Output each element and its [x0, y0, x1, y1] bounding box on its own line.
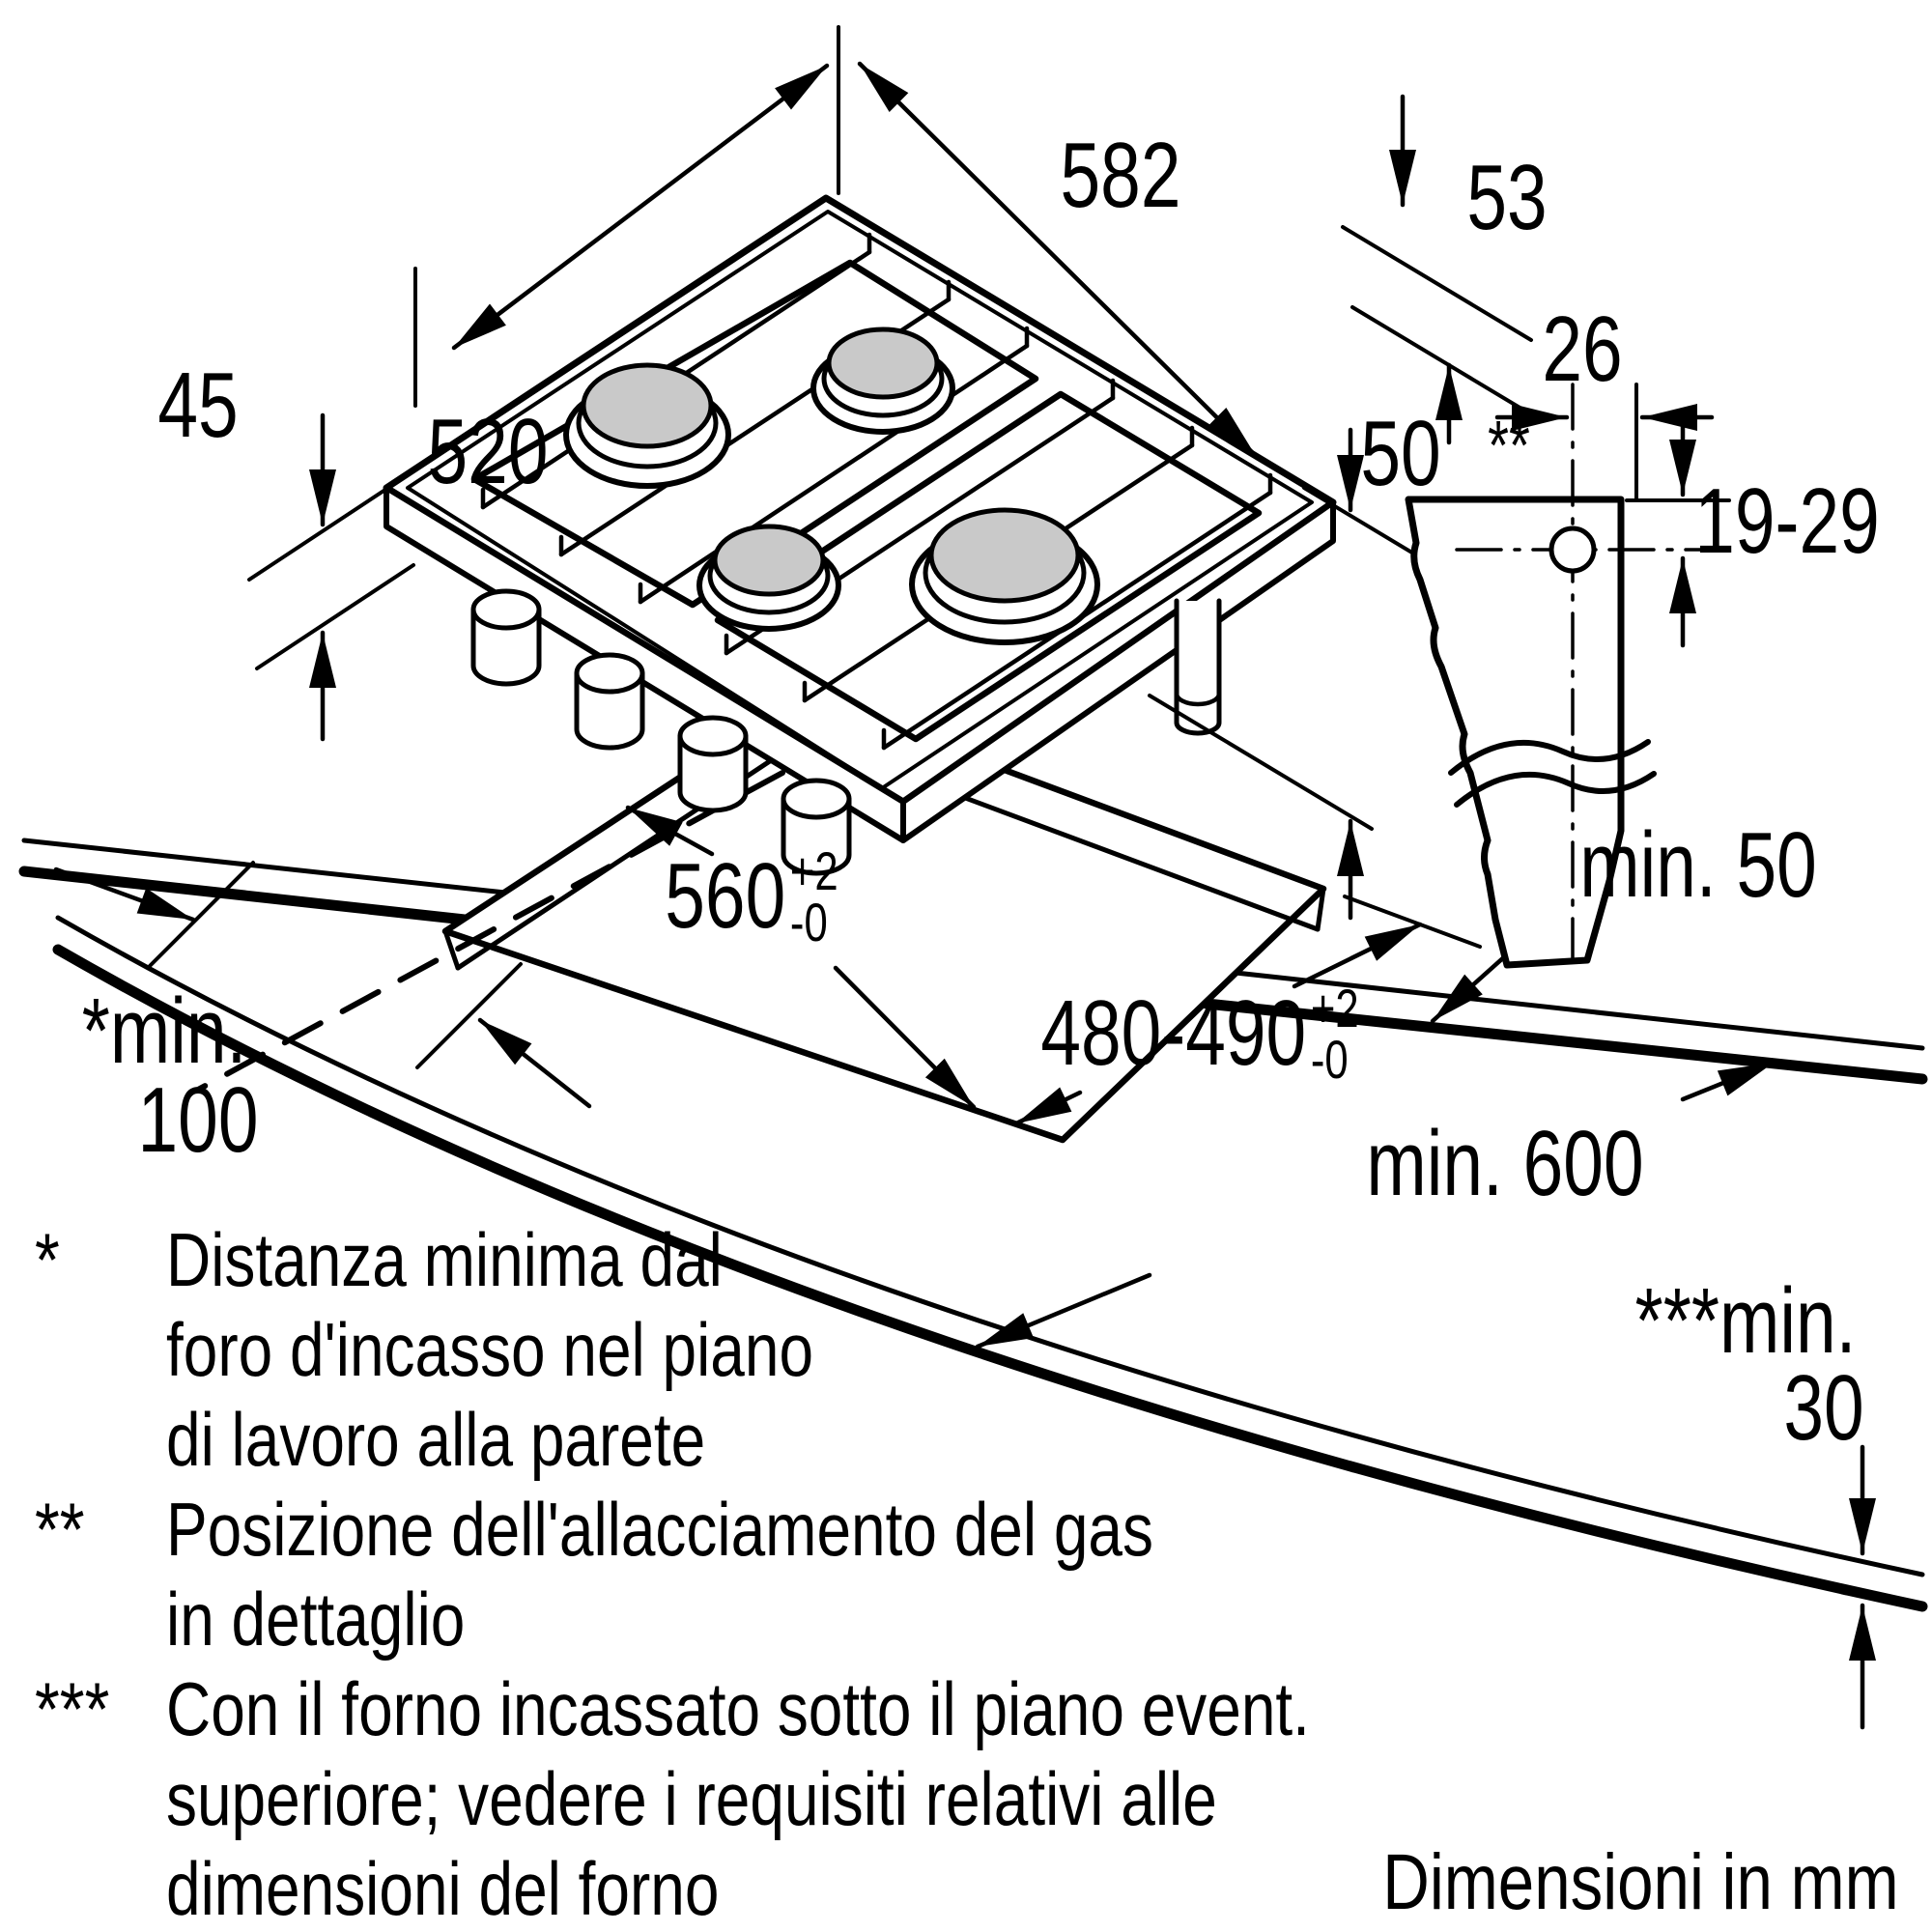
footnote-line: foro d'incasso nel piano [166, 1307, 814, 1392]
cutout-width-value: 560 [665, 844, 786, 948]
clearance-rear-label: min. 50 [1579, 813, 1817, 917]
cutout-width-label: 560 +2 -0 [665, 839, 838, 952]
gas-pipe [1174, 598, 1222, 736]
projection-dashed-line [195, 770, 785, 1093]
footnote-gas-position: ** Posizione dell'allacciamento del gas … [35, 1485, 1600, 1664]
footnote-line: di lavoro alla parete [166, 1397, 706, 1482]
worktop-drawing [18, 838, 1928, 1612]
clearance-left-value-label: 100 [137, 1068, 259, 1172]
dim-19-29-label: 19-29 [1694, 469, 1880, 573]
gas-position-marker: ** [1488, 408, 1530, 485]
hob-isometric-drawing [383, 194, 1337, 876]
burner-back [810, 327, 955, 435]
footnote-line: in dettaglio [166, 1577, 466, 1662]
units-note: Dimensioni in mm [1382, 1838, 1899, 1926]
cutout-depth-label: 480-490 +2 -0 [1040, 977, 1359, 1090]
footnote-marker: *** [35, 1666, 110, 1751]
gas-connection-point [1548, 526, 1597, 574]
dimension-lines [53, 25, 1876, 1730]
footnote-line: Con il forno incassato sotto il piano ev… [166, 1666, 1310, 1751]
cutout-depth-tol-plus: +2 [1310, 977, 1359, 1038]
clearance-left-marker-label: *min. [81, 980, 247, 1083]
dim-26-label: 26 [1542, 298, 1623, 401]
footnote-marker: * [35, 1217, 60, 1302]
burner-front [696, 524, 841, 632]
cutout-depth-value: 480-490 [1040, 981, 1307, 1085]
footnote-line: superiore; vedere i requisiti relativi a… [166, 1756, 1217, 1841]
gas-connection-detail [1405, 383, 1731, 969]
dim-582-label: 582 [1060, 124, 1181, 227]
footnote-line: Posizione dell'allacciamento del gas [166, 1487, 1153, 1572]
dim-45-label: 45 [157, 354, 239, 457]
burner-left [563, 362, 731, 489]
cutout-depth-tol-minus: -0 [1310, 1029, 1349, 1090]
footnote-marker: ** [35, 1487, 85, 1572]
clearance-below-marker-label: ***min. [1634, 1269, 1857, 1373]
clearance-below-value-label: 30 [1783, 1356, 1864, 1460]
cutout-width-tol-minus: -0 [789, 892, 828, 952]
worktop-depth-label: min. 600 [1366, 1112, 1644, 1215]
footnote-line: dimensioni del forno [166, 1846, 720, 1931]
control-knobs [470, 588, 852, 876]
footnotes: * Distanza minima dal foro d'incasso nel… [35, 1215, 1600, 1932]
cutout-width-tol-plus: +2 [789, 839, 838, 901]
dim-53-label: 53 [1466, 146, 1548, 249]
dim-50-label: 50 [1360, 402, 1441, 505]
burner-right-large [909, 507, 1100, 645]
footnote-oven-below: *** Con il forno incassato sotto il pian… [35, 1664, 1600, 1932]
dim-520-label: 520 [427, 400, 549, 503]
footnote-line: Distanza minima dal [166, 1217, 723, 1302]
footnote-wall-distance: * Distanza minima dal foro d'incasso nel… [35, 1215, 1600, 1485]
